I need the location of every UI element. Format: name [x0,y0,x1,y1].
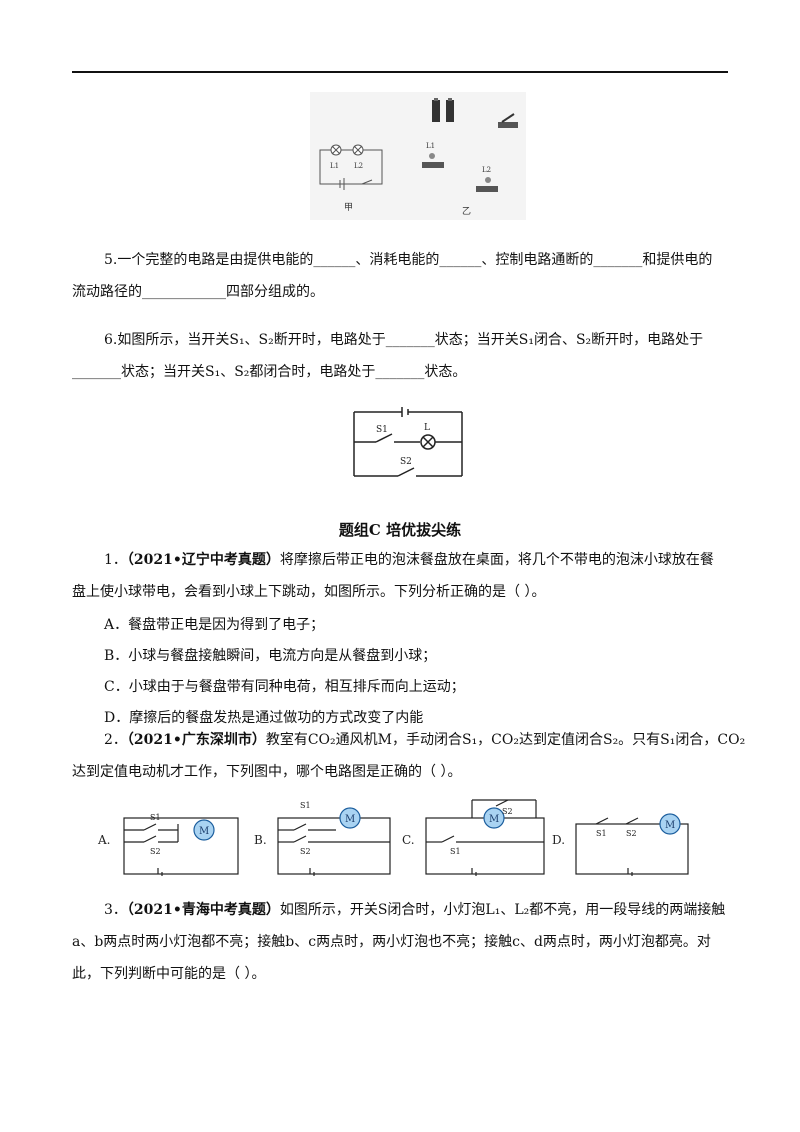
q6-s1-label: S1 [376,425,388,435]
c2-c-s2: S2 [502,807,513,816]
c3-line3: 此，下列判断中可能的是（ ）。 [72,966,266,982]
c2-motor-d: M [665,820,675,831]
q5-line2: 流动路径的____________四部分组成的。 [72,284,324,300]
c2-motor-c: M [489,814,499,825]
c3-num: 3． [104,902,127,918]
c1-source: （2021•辽宁中考真题） [126,552,280,568]
c1-option-c: C．小球由于与餐盘带有同种电荷，相互排斥而向上运动； [104,679,465,695]
c2-text1: 教室有CO₂通风机M，手动闭合S₁，CO₂达到定值闭合S₂。只有S₁闭合，CO₂ [265,732,746,748]
c2-label-b: B. [254,833,267,847]
c1-option-b: B．小球与餐盘接触瞬间，电流方向是从餐盘到小球； [104,648,437,664]
figure-c2-options: M M M M A. B. C. D. S1 S2 S1 S2 S1 S2 S1… [97,799,689,876]
c2-label-c: C. [402,833,415,847]
c1-num: 1． [104,552,127,568]
c2-source: （2021•广东深圳市） [126,732,266,748]
c3-line2: a、b两点时两小灯泡都不亮；接触b、c两点时，两小灯泡也不亮；接触c、d两点时，… [72,934,711,950]
c2-d-s2: S2 [626,829,637,838]
c2-line1: 2．（2021•广东深圳市）教室有CO₂通风机M，手动闭合S₁，CO₂达到定值闭… [104,730,745,750]
c1-option-a: A．餐盘带正电是因为得到了电子； [104,617,325,633]
c2-label-d: D. [552,833,565,847]
c2-motor-a: M [199,826,209,837]
c2-b-s2: S2 [300,847,311,856]
lamp1-label: L1 [426,142,435,150]
caption-jia: 甲 [344,202,353,213]
c1-option-d: D．摩擦后的餐盘发热是通过做功的方式改变了内能 [104,710,424,726]
c2-a-s2: S2 [150,847,161,856]
c3-text1: 如图所示，开关S闭合时，小灯泡L₁、L₂都不亮，用一段导线的两端接触 [279,902,726,918]
figure-q6-circuit: S1 L S2 [353,407,463,477]
c3-line1: 3．（2021•青海中考真题）如图所示，开关S闭合时，小灯泡L₁、L₂都不亮，用… [104,900,728,920]
caption-yi: 乙 [462,206,471,217]
c1-line1: 1．（2021•辽宁中考真题）将摩擦后带正电的泡沫餐盘放在桌面，将几个不带电的泡… [104,550,728,570]
c2-motor-b: M [345,814,355,825]
q6-line1: 6.如图所示，当开关S₁、S₂断开时，电路处于_______状态；当开关S₁闭合… [104,332,704,348]
c2-label-a: A. [97,833,110,847]
q6-s2-label: S2 [400,457,412,467]
q5-line1: 5.一个完整的电路是由提供电能的______、消耗电能的______、控制电路通… [104,252,713,268]
c3-source: （2021•青海中考真题） [126,902,280,918]
c1-text1: 将摩擦后带正电的泡沫餐盘放在桌面，将几个不带电的泡沫小球放在餐 [279,552,714,568]
c2-b-s1: S1 [300,801,311,810]
c2-line2: 达到定值电动机才工作，下列图中，哪个电路图是正确的（ ）。 [72,764,462,780]
figure-circuit-parts: L1 L2 甲 L1 L2 乙 [310,92,526,220]
lamp2-label: L2 [482,166,491,174]
c2-c-s1: S1 [450,847,461,856]
header-rule [72,71,728,73]
c1-line2: 盘上使小球带电，会看到小球上下跳动，如图所示。下列分析正确的是（ ）。 [72,584,546,600]
section-title: 题组C 培优拔尖练 [338,521,462,539]
left-lamp-label-2: L2 [354,162,363,170]
q6-line2: _______状态；当开关S₁、S₂都闭合时，电路处于_______状态。 [72,364,467,380]
q6-lamp-label: L [424,423,430,433]
c2-a-s1: S1 [150,813,161,822]
c2-d-s1: S1 [596,829,607,838]
c2-num: 2． [104,732,127,748]
left-lamp-label-1: L1 [330,162,339,170]
